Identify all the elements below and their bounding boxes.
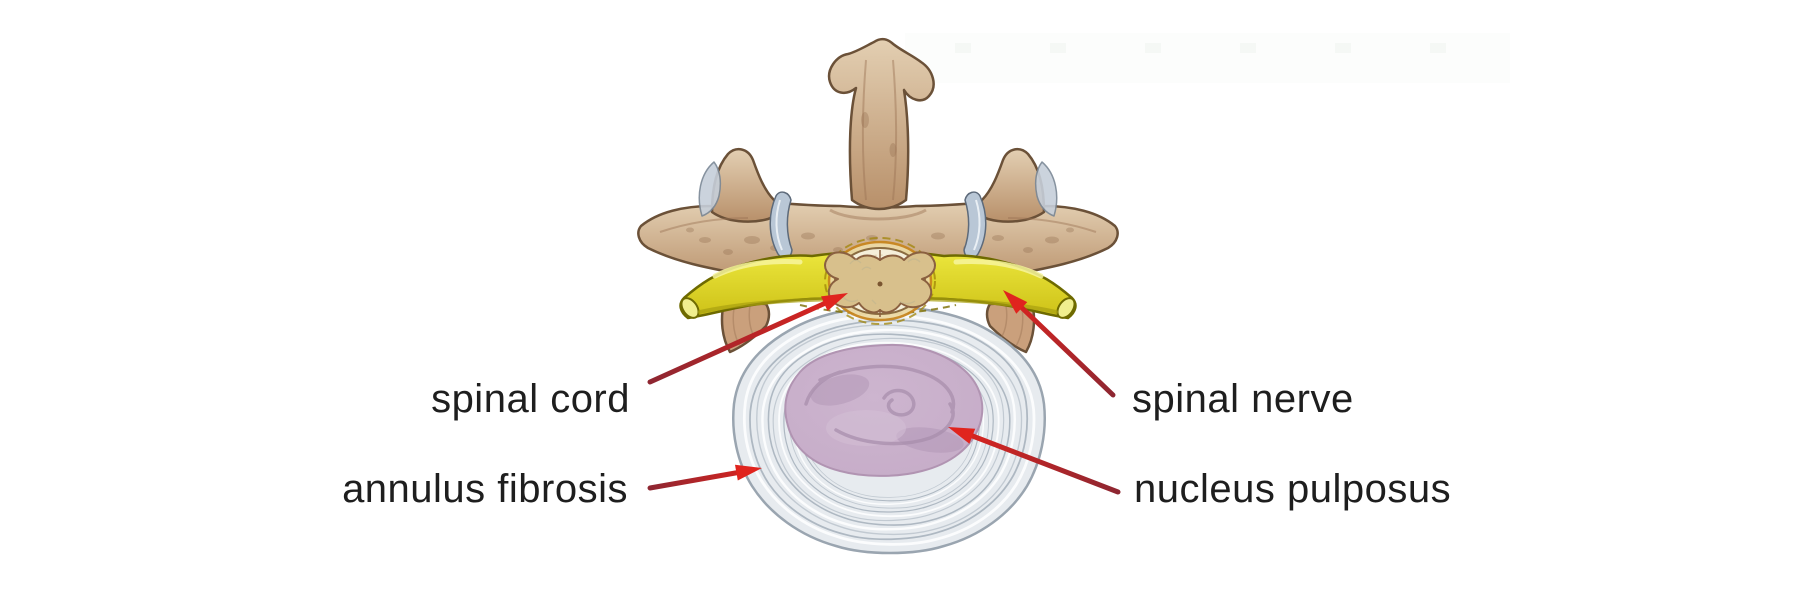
- cord-texture: [842, 258, 921, 305]
- label-spinal-nerve: spinal nerve: [1132, 377, 1354, 421]
- central-canal: [877, 281, 883, 287]
- arrowhead: [821, 293, 848, 311]
- facet-cartilage-outer-right: [1034, 161, 1058, 217]
- nerve-cut-end-right: [1056, 297, 1076, 319]
- arrow-spinal-cord: [647, 293, 848, 385]
- nucleus-swirl-lines: [804, 364, 956, 446]
- facet-cartilage-outer-left: [698, 161, 722, 217]
- facet-cartilage: [698, 161, 1058, 259]
- superior-articular-process-right: [977, 147, 1046, 223]
- arrow-nucleus-pulposus: [948, 427, 1121, 495]
- label-spinal-cord: spinal cord: [431, 377, 630, 421]
- superior-articular-process-left: [710, 147, 779, 223]
- label-arrows: [647, 290, 1121, 495]
- spinal-cord: [824, 237, 936, 325]
- arrow-annulus-fibrosis: [647, 464, 762, 491]
- arrowhead: [948, 427, 976, 444]
- arrowhead: [1003, 290, 1028, 314]
- facet-cartilage-left: [769, 191, 793, 259]
- label-nucleus-pulposus: nucleus pulposus: [1134, 467, 1452, 511]
- intervertebral-disc: [732, 305, 1047, 555]
- dura-dashed-outline: [824, 237, 936, 325]
- arrow-spinal-nerve: [1003, 290, 1116, 398]
- nerve-cut-end-left: [680, 297, 700, 319]
- facet-cartilage-right: [963, 191, 987, 259]
- spinous-process: [827, 37, 935, 211]
- pedicle-right: [985, 300, 1036, 354]
- nucleus-pulposus: [784, 343, 984, 477]
- label-annulus-fibrosis: annulus fibrosis: [342, 467, 628, 511]
- arrowhead: [735, 464, 762, 481]
